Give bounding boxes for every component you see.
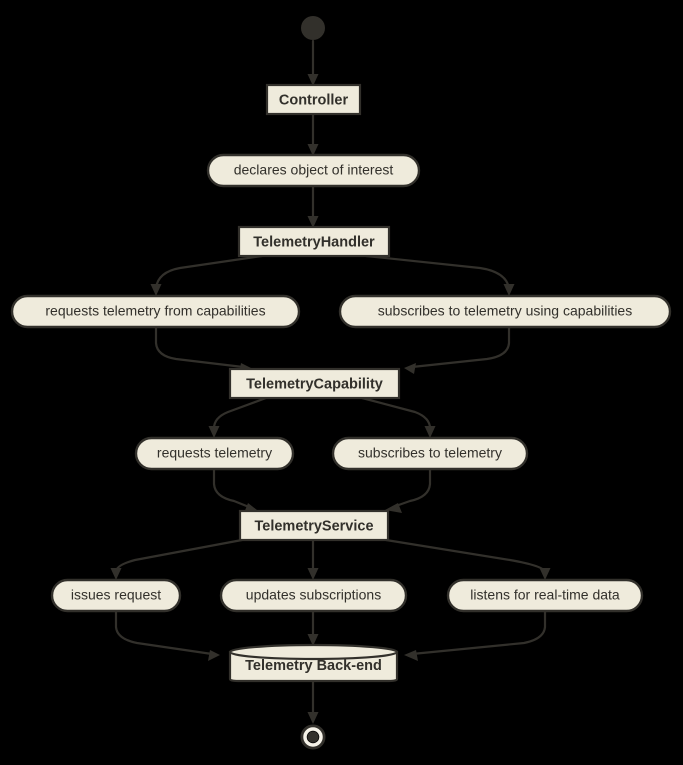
node-telemetry-backend[interactable]: Telemetry Back-end — [228, 643, 399, 683]
requests-telemetry-box[interactable] — [134, 436, 295, 471]
requests-telemetry-from-capabilities-label: requests telemetry from capabilities — [45, 303, 265, 319]
end-node-center — [307, 731, 319, 743]
node-telemetry-capability[interactable]: TelemetryCapability — [228, 367, 401, 400]
edge-subscribes-using-caps-to-capability — [410, 325, 511, 369]
edge-handler-to-subscribes-using-caps — [364, 254, 511, 290]
node-requests-telemetry-from-capabilities[interactable]: requests telemetry from capabilities — [10, 294, 301, 329]
arrowhead-backend-to-end — [307, 712, 319, 724]
arrowhead-listens-realtime-to-backend — [404, 650, 418, 661]
subscribes-to-telemetry-using-capabilities-label: subscribes to telemetry using capabiliti… — [378, 303, 632, 319]
declares-object-of-interest-label: declares object of interest — [234, 162, 394, 178]
arrowhead-handler-to-requests-from-caps — [150, 284, 162, 296]
node-listens-for-real-time-data[interactable]: listens for real-time data — [446, 578, 644, 613]
edge-issues-request-to-backend — [114, 609, 214, 656]
end-node-outer-ring — [300, 724, 326, 750]
edge-requests-telemetry-to-service — [212, 467, 251, 509]
updates-subscriptions-label: updates subscriptions — [246, 587, 381, 603]
listens-for-real-time-data-label: listens for real-time data — [470, 587, 620, 603]
arrowhead-subscribes-using-caps-to-capability — [404, 363, 416, 374]
subscribes-to-telemetry-using-capabilities-box[interactable] — [338, 294, 672, 329]
arrowhead-subscribes-telemetry-to-service — [385, 503, 402, 513]
telemetry-handler-label: TelemetryHandler — [253, 234, 375, 250]
node-subscribes-to-telemetry-using-capabilities[interactable]: subscribes to telemetry using capabiliti… — [338, 294, 672, 329]
edge-capability-to-subscribes-telemetry — [360, 396, 432, 432]
edge-listens-realtime-to-backend — [410, 609, 547, 656]
telemetry-backend-cylinder-top[interactable] — [228, 643, 399, 661]
end-node — [300, 724, 326, 750]
edge-capability-to-requests-telemetry — [212, 396, 268, 432]
arrowhead-capability-to-subscribes-telemetry — [424, 426, 436, 438]
arrowhead-controller-to-declares — [307, 144, 319, 156]
arrowhead-updates-subscriptions-to-backend — [307, 634, 319, 646]
edge-subscribes-telemetry-to-service — [391, 467, 432, 509]
telemetry-capability-label: TelemetryCapability — [246, 376, 383, 392]
telemetry-service-box[interactable] — [238, 509, 390, 542]
telemetry-capability-box[interactable] — [228, 367, 401, 400]
arrowhead-issues-request-to-backend — [208, 650, 220, 661]
edge-service-to-issues-request — [114, 538, 244, 574]
node-requests-telemetry[interactable]: requests telemetry — [134, 436, 295, 471]
telemetry-backend-cylinder-body[interactable] — [228, 650, 399, 683]
telemetry-handler-box[interactable] — [237, 225, 391, 258]
node-declares-object-of-interest[interactable]: declares object of interest — [206, 153, 421, 188]
node-issues-request[interactable]: issues request — [50, 578, 182, 613]
telemetry-backend-label: Telemetry Back-end — [245, 658, 382, 674]
controller-box[interactable] — [265, 83, 362, 116]
node-telemetry-service[interactable]: TelemetryService — [238, 509, 390, 542]
arrowhead-service-to-listens-realtime — [539, 568, 551, 580]
arrowhead-service-to-updates-subscriptions — [307, 568, 319, 580]
subscribes-to-telemetry-label: subscribes to telemetry — [358, 445, 502, 461]
declares-object-of-interest-box[interactable] — [206, 153, 421, 188]
edge-requests-from-caps-to-capability — [154, 325, 245, 369]
node-controller[interactable]: Controller — [265, 83, 362, 116]
issues-request-box[interactable] — [50, 578, 182, 613]
telemetry-service-label: TelemetryService — [254, 518, 373, 534]
subscribes-to-telemetry-box[interactable] — [331, 436, 529, 471]
node-updates-subscriptions[interactable]: updates subscriptions — [219, 578, 408, 613]
edge-service-to-listens-realtime — [384, 538, 547, 574]
start-node — [301, 16, 325, 40]
issues-request-label: issues request — [71, 587, 161, 603]
listens-for-real-time-data-box[interactable] — [446, 578, 644, 613]
node-telemetry-handler[interactable]: TelemetryHandler — [237, 225, 391, 258]
node-subscribes-to-telemetry[interactable]: subscribes to telemetry — [331, 436, 529, 471]
controller-label: Controller — [279, 92, 349, 108]
arrowhead-capability-to-requests-telemetry — [208, 426, 220, 438]
arrowhead-service-to-issues-request — [110, 568, 122, 580]
requests-telemetry-label: requests telemetry — [157, 445, 272, 461]
requests-telemetry-from-capabilities-box[interactable] — [10, 294, 301, 329]
arrowhead-handler-to-subscribes-using-caps — [503, 284, 515, 296]
end-node-inner-gap — [303, 727, 323, 747]
arrowhead-start-to-controller — [307, 74, 319, 86]
edge-handler-to-requests-from-caps — [154, 254, 264, 290]
arrowhead-declares-to-handler — [307, 216, 319, 228]
updates-subscriptions-box[interactable] — [219, 578, 408, 613]
